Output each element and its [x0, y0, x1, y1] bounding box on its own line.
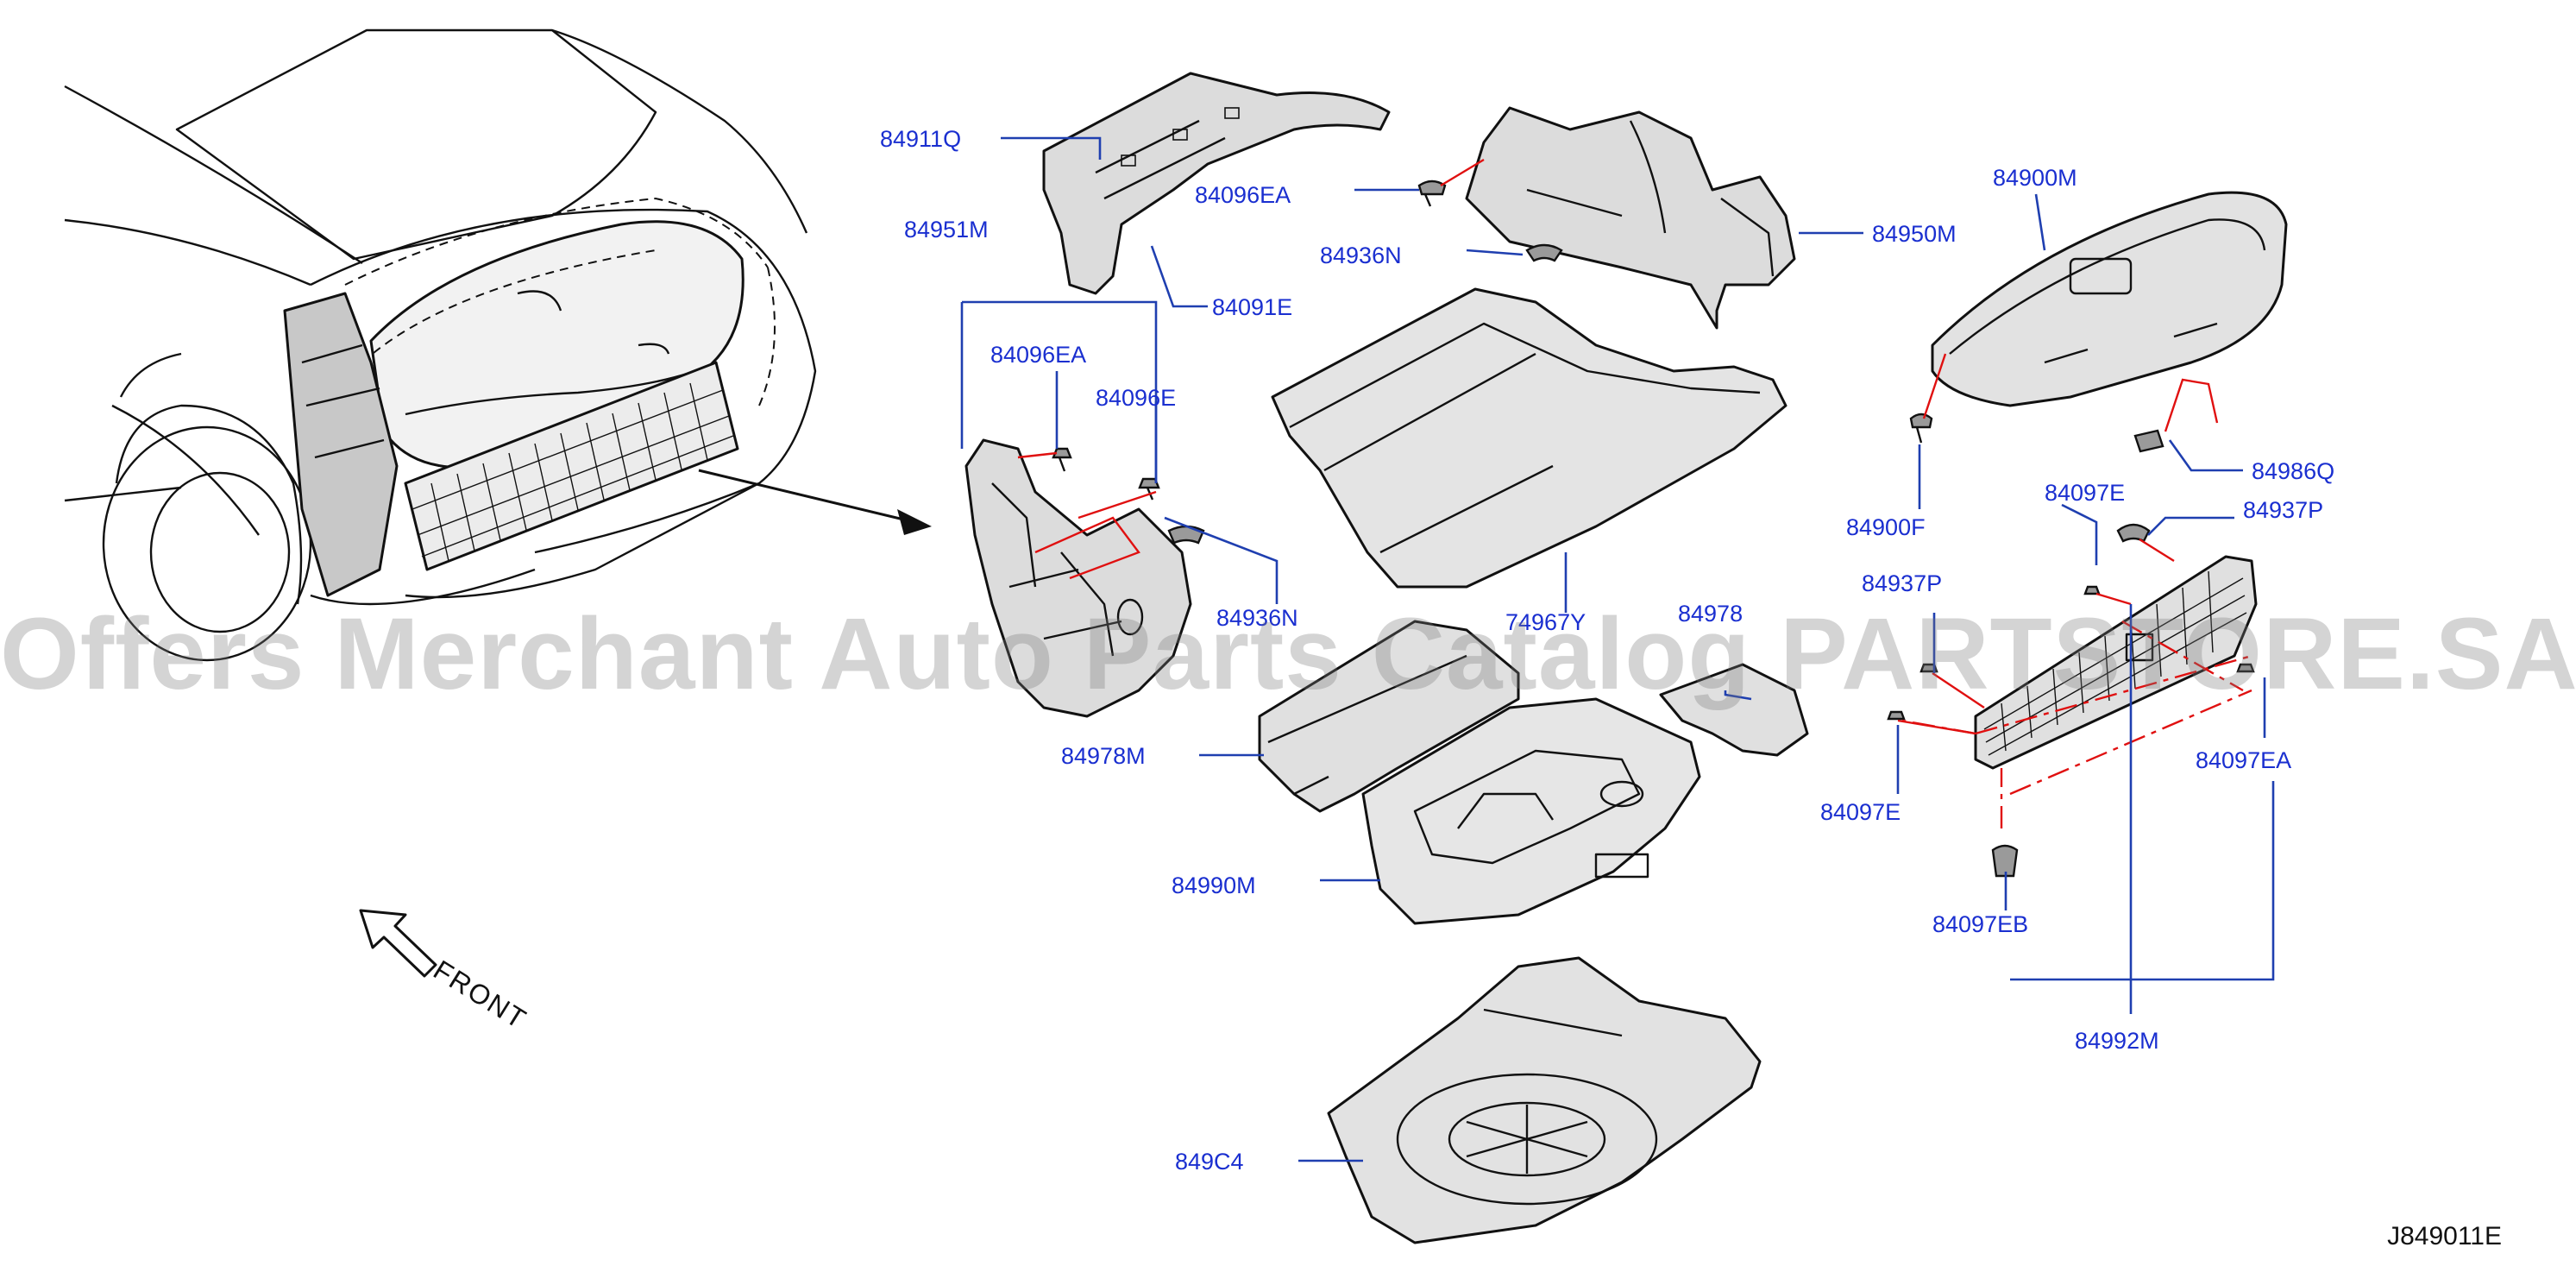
callout-84097E-top: 84097E	[2045, 480, 2125, 506]
callout-84911Q: 84911Q	[880, 126, 961, 152]
part-84990M-illustration	[1361, 697, 1701, 925]
callout-labels: 84911Q 84951M 84096EA 84096E 84096EA 840…	[880, 126, 2334, 1175]
callout-84096EA-top: 84096EA	[1195, 182, 1291, 208]
callout-84986Q: 84986Q	[2252, 458, 2334, 484]
callout-74967Y: 74967Y	[1505, 609, 1586, 635]
clip-icons-84900M	[1909, 353, 2219, 453]
front-direction-indicator: FRONT	[359, 909, 532, 1036]
callout-84097E-bottom: 84097E	[1820, 799, 1901, 825]
part-74967Y-illustration	[1271, 287, 1787, 589]
part-84992M-illustration	[1974, 555, 2258, 770]
clip-icons-84950M	[1417, 158, 1563, 262]
part-84951M-illustration	[964, 438, 1192, 718]
part-84911Q-illustration	[1042, 72, 1391, 295]
callout-84978M: 84978M	[1061, 743, 1146, 769]
callout-84900F: 84900F	[1846, 514, 1926, 540]
callout-84992M: 84992M	[2075, 1028, 2159, 1054]
callout-84096E: 84096E	[1096, 385, 1176, 411]
clip-icons-84992M	[1887, 523, 2255, 878]
callout-84097EB: 84097EB	[1932, 911, 2028, 937]
callout-84097EA: 84097EA	[2196, 747, 2291, 773]
front-label: FRONT	[428, 954, 532, 1035]
part-84978M-illustration	[1258, 620, 1520, 813]
callout-84990M: 84990M	[1172, 872, 1256, 898]
callout-84091E: 84091E	[1212, 294, 1292, 320]
callout-84950M: 84950M	[1872, 221, 1957, 247]
callout-84937P-left: 84937P	[1862, 570, 1942, 596]
callout-84936N-top: 84936N	[1320, 243, 1402, 268]
callout-84978: 84978	[1678, 601, 1743, 627]
callout-84096EA-left: 84096EA	[990, 342, 1086, 368]
vehicle-rear-illustration	[64, 28, 817, 662]
callout-84900M: 84900M	[1993, 165, 2077, 191]
diagram-code: J849011E	[2387, 1222, 2502, 1250]
pointer-arrow	[698, 469, 932, 535]
part-849C4-illustration	[1327, 956, 1762, 1244]
callout-849C4: 849C4	[1175, 1149, 1244, 1175]
part-84900M-illustration	[1931, 191, 2288, 407]
callout-84937P-right: 84937P	[2243, 497, 2323, 523]
leader-lines	[960, 136, 2275, 1162]
part-84978-illustration	[1659, 663, 1809, 757]
part-84950M-illustration	[1465, 106, 1796, 330]
callout-84936N-left: 84936N	[1216, 605, 1298, 631]
callout-84951M: 84951M	[904, 217, 989, 243]
